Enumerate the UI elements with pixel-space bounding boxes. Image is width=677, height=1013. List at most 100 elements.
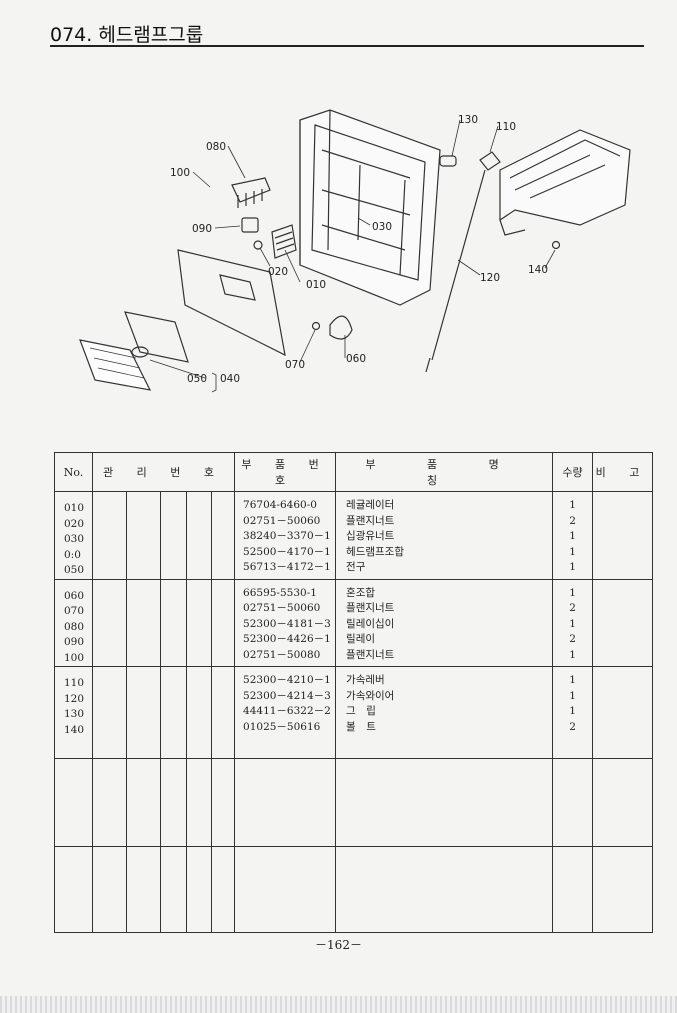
qty-value: 1 bbox=[569, 530, 576, 542]
name-cell bbox=[335, 846, 554, 933]
empty-cell bbox=[92, 491, 127, 580]
part_no-value: 52300－4210－1 bbox=[243, 674, 331, 686]
regulator bbox=[271, 224, 297, 259]
name-value: 그 립 bbox=[346, 705, 376, 717]
header-part-name: 부 품 명 칭 bbox=[335, 452, 554, 492]
name-value: 가속레버 bbox=[346, 674, 385, 686]
empty-cell bbox=[160, 491, 187, 580]
callout-label: 080 bbox=[206, 141, 226, 153]
qty-value: 1 bbox=[569, 705, 576, 717]
no-value: 090 bbox=[64, 636, 85, 648]
callout-label: 060 bbox=[346, 353, 366, 365]
callout-label: 130 bbox=[458, 114, 478, 126]
callout-label: 100 bbox=[170, 167, 190, 179]
name-value: 플랜지너트 bbox=[346, 648, 395, 661]
table-header-row: No. 관 리 번 호 부 품 번 호 부 품 명 칭 수량 비 고 bbox=[54, 452, 654, 492]
lamp-frame bbox=[299, 109, 441, 306]
qty-cell bbox=[552, 846, 594, 933]
callout-label: 020 bbox=[268, 266, 288, 278]
part_no-value: 66595-5530-1 bbox=[243, 586, 317, 599]
name-value: 전구 bbox=[346, 561, 366, 573]
callout-label: 110 bbox=[496, 121, 516, 133]
name-value: 헤드램프조합 bbox=[346, 545, 404, 558]
empty-cell bbox=[210, 846, 236, 933]
qty-value: 2 bbox=[569, 514, 576, 527]
empty-cell bbox=[186, 846, 212, 933]
exploded-parts-diagram: 080 100 090 020 010 030 130 110 120 140 … bbox=[79, 109, 631, 393]
callout-label: 120 bbox=[480, 272, 500, 284]
horn bbox=[329, 315, 353, 340]
relay bbox=[241, 217, 259, 233]
empty-cell bbox=[210, 491, 236, 580]
name-value: 릴레이 bbox=[346, 633, 376, 645]
header-part-number: 부 품 번 호 bbox=[234, 452, 337, 492]
empty-cell bbox=[210, 758, 236, 847]
flange-nut-070 bbox=[311, 321, 321, 331]
empty-cell bbox=[126, 758, 161, 847]
no-value: 010 bbox=[64, 502, 85, 514]
qty-value: 1 bbox=[569, 617, 576, 630]
title-rule bbox=[50, 45, 644, 47]
qty-value: 2 bbox=[569, 633, 576, 645]
part_no-value: 56713－4172－1 bbox=[243, 561, 331, 573]
lamp-bracket bbox=[177, 249, 286, 357]
no-cell bbox=[54, 846, 93, 933]
accelerator-wire bbox=[425, 169, 486, 373]
part_no-value: 02751－50060 bbox=[243, 602, 321, 614]
qty-value: 1 bbox=[569, 674, 576, 686]
empty-cell bbox=[186, 491, 212, 580]
empty-cell bbox=[592, 578, 654, 667]
name-value: 가속와이어 bbox=[346, 689, 395, 702]
header-no: No. bbox=[54, 452, 93, 492]
empty-cell bbox=[126, 491, 161, 580]
headlamp-housing bbox=[124, 311, 189, 363]
empty-cell bbox=[186, 758, 212, 847]
name-value: 혼조합 bbox=[346, 586, 376, 599]
empty-cell bbox=[186, 578, 212, 667]
no-cell bbox=[54, 758, 93, 847]
empty-cell bbox=[92, 846, 127, 933]
no-value: 080 bbox=[64, 620, 85, 633]
no-value: 100 bbox=[64, 651, 85, 664]
part_no-value: 02751－50080 bbox=[243, 648, 321, 661]
callout-label: 070 bbox=[285, 359, 305, 371]
no-value: 020 bbox=[64, 517, 85, 530]
part_no-cell bbox=[234, 758, 337, 847]
qty-value: 1 bbox=[569, 561, 576, 573]
callout-label: 050 bbox=[187, 373, 207, 385]
header-remarks: 비 고 bbox=[592, 452, 654, 492]
header-quantity: 수량 bbox=[552, 452, 594, 492]
callout-label: 030 bbox=[372, 221, 392, 233]
empty-cell bbox=[160, 666, 187, 759]
flange-nut-020 bbox=[253, 240, 263, 250]
empty-cell bbox=[210, 578, 236, 667]
qty-value: 1 bbox=[569, 648, 576, 661]
empty-cell bbox=[92, 578, 127, 667]
scan-artifact-band bbox=[0, 996, 677, 1013]
no-value: 050 bbox=[64, 564, 85, 576]
no-value: 140 bbox=[64, 723, 85, 736]
headlamp-lens bbox=[79, 339, 152, 391]
name-value: 볼 트 bbox=[346, 720, 376, 733]
no-value: 070 bbox=[64, 605, 85, 617]
no-value: 120 bbox=[64, 692, 85, 705]
qty-value: 1 bbox=[569, 545, 576, 558]
qty-cell: 1 2 1 1 1 bbox=[552, 491, 594, 580]
empty-cell bbox=[160, 578, 187, 667]
qty-value: 2 bbox=[569, 602, 576, 614]
part_no-value: 52300－4426－1 bbox=[243, 633, 331, 645]
name-value: 레귤레이터 bbox=[346, 499, 395, 511]
bracket-mark bbox=[211, 372, 217, 393]
table-group-row bbox=[54, 758, 654, 847]
empty-cell bbox=[126, 666, 161, 759]
header-management-number: 관 리 번 호 bbox=[91, 452, 236, 492]
qty-value: 1 bbox=[569, 499, 576, 511]
